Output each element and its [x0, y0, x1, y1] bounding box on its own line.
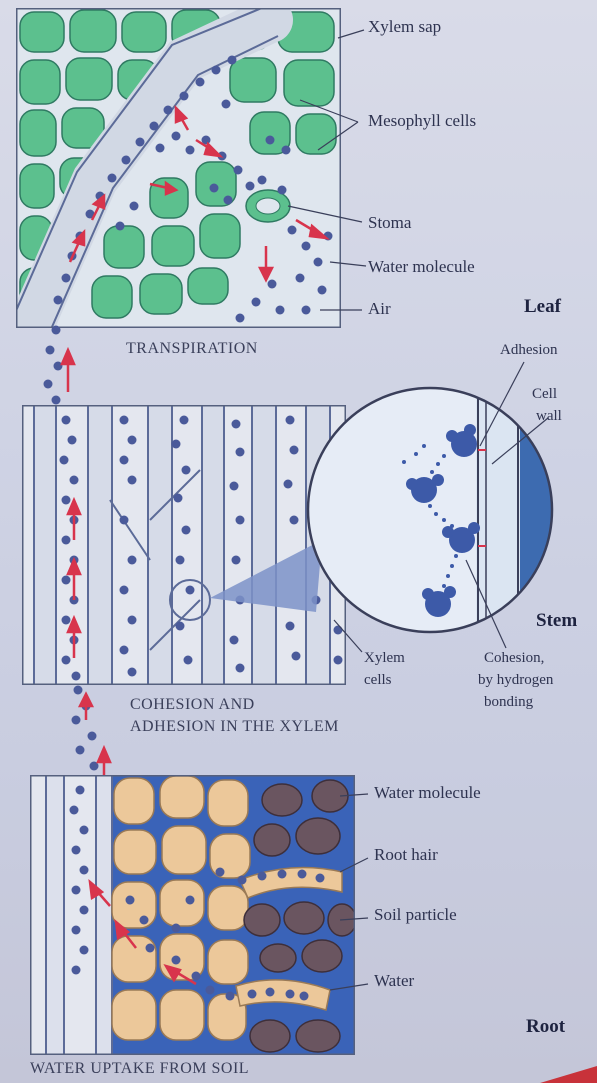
- label-water-molecule-leaf: Water molecule: [368, 258, 475, 277]
- stem-panel: [22, 405, 346, 685]
- label-cell-wall-1: Cell: [532, 386, 557, 403]
- label-xylem-cells-1: Xylem: [364, 650, 405, 667]
- label-mesophyll-cells: Mesophyll cells: [368, 112, 476, 131]
- label-xylem-cells-2: cells: [364, 672, 392, 689]
- section-stem: Stem: [536, 610, 577, 632]
- label-cohesion-2: by hydrogen: [478, 672, 553, 689]
- stoma: [246, 190, 290, 222]
- label-cohesion-3: bonding: [484, 694, 533, 711]
- corner-accent: [540, 1066, 597, 1083]
- caption-water-uptake: WATER UPTAKE FROM SOIL: [30, 1060, 249, 1078]
- leaf-panel: [12, 8, 341, 336]
- label-adhesion: Adhesion: [500, 342, 558, 359]
- section-root: Root: [526, 1016, 565, 1038]
- label-xylem-sap: Xylem sap: [368, 18, 441, 37]
- section-leaf: Leaf: [524, 296, 561, 318]
- label-air: Air: [368, 300, 391, 319]
- label-cell-wall-2: wall: [536, 408, 562, 425]
- label-cohesion-1: Cohesion,: [484, 650, 544, 667]
- label-water: Water: [374, 972, 414, 991]
- root-panel: [30, 775, 356, 1055]
- caption-cohesion-2: ADHESION IN THE XYLEM: [130, 718, 339, 736]
- caption-cohesion-1: COHESION AND: [130, 696, 255, 714]
- label-water-molecule-root: Water molecule: [374, 784, 481, 803]
- caption-transpiration: TRANSPIRATION: [126, 340, 258, 358]
- label-root-hair: Root hair: [374, 846, 438, 865]
- label-stoma: Stoma: [368, 214, 411, 233]
- label-soil-particle: Soil particle: [374, 906, 457, 925]
